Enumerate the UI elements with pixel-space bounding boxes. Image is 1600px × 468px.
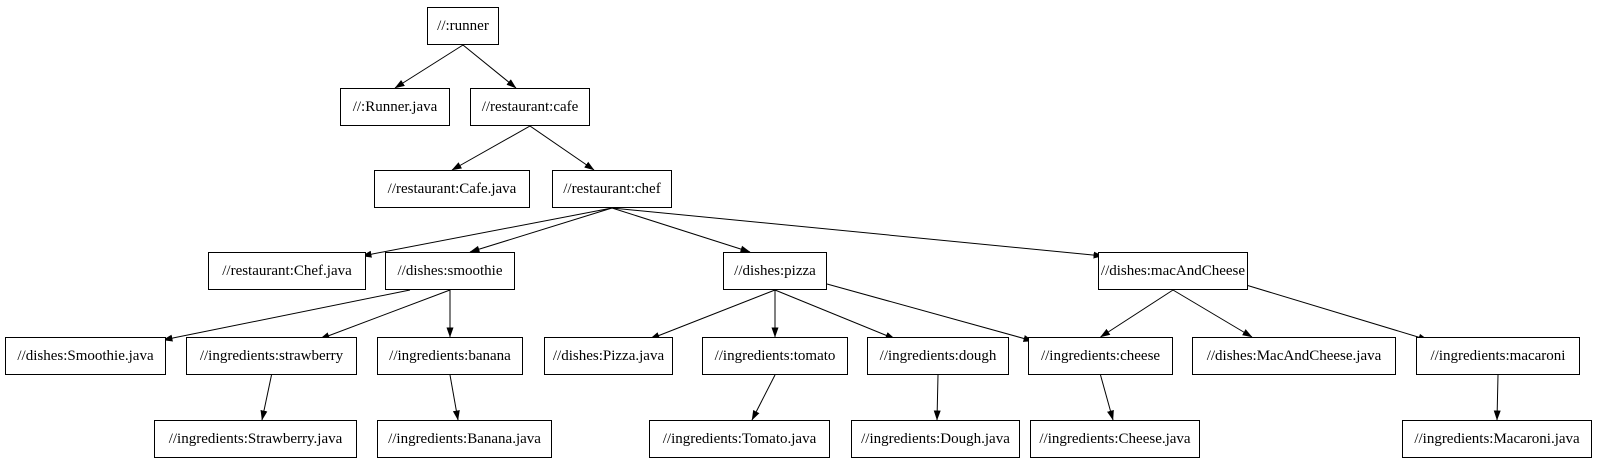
graph-node-label: //ingredients:Macaroni.java: [1414, 430, 1580, 447]
graph-node-label: //ingredients:Tomato.java: [662, 430, 817, 447]
graph-node-label: //ingredients:Dough.java: [861, 430, 1010, 447]
edge-smoothie-strawberry: [319, 289, 451, 340]
edge-mac_and_cheese-cheese: [1100, 289, 1174, 338]
graph-node-label: //restaurant:Cafe.java: [387, 180, 517, 197]
graph-node-label: //ingredients:strawberry: [199, 347, 344, 364]
edge-runner-runner_java: [394, 44, 464, 89]
edge-chef-mac_and_cheese: [611, 207, 1104, 259]
edge-mac_and_cheese-mac_and_cheese_java: [1172, 289, 1253, 338]
graph-node-label: //restaurant:Chef.java: [222, 262, 352, 279]
graph-node-cheese_java: //ingredients:Cheese.java: [1030, 420, 1200, 458]
graph-node-label: //ingredients:Cheese.java: [1039, 430, 1191, 447]
graph-node-mac_and_cheese: //dishes:macAndCheese: [1098, 252, 1248, 290]
graph-node-label: //restaurant:chef: [563, 180, 661, 197]
edge-chef-pizza: [611, 207, 751, 253]
graph-node-label: //dishes:pizza: [734, 262, 816, 279]
graph-node-label: //dishes:MacAndCheese.java: [1206, 347, 1382, 364]
graph-node-tomato_java: //ingredients:Tomato.java: [649, 420, 830, 458]
edge-mac_and_cheese-macaroni: [1245, 284, 1429, 341]
graph-node-runner: //:runner: [427, 7, 499, 45]
graph-node-pizza: //dishes:pizza: [723, 252, 827, 290]
edge-chef-chef_java: [361, 207, 613, 258]
graph-node-label: //ingredients:Strawberry.java: [168, 430, 343, 447]
edge-cafe-cafe_java: [451, 125, 531, 171]
edge-pizza-pizza_java: [649, 289, 776, 340]
graph-node-label: //dishes:Pizza.java: [552, 347, 665, 364]
edge-tomato-tomato_java: [751, 374, 776, 421]
graph-node-mac_and_cheese_java: //dishes:MacAndCheese.java: [1192, 337, 1396, 375]
graph-node-label: //ingredients:Banana.java: [388, 430, 541, 447]
graph-node-macaroni_java: //ingredients:Macaroni.java: [1402, 420, 1592, 458]
graph-node-cafe_java: //restaurant:Cafe.java: [374, 170, 530, 208]
graph-node-chef_java: //restaurant:Chef.java: [208, 252, 366, 290]
graph-node-tomato: //ingredients:tomato: [702, 337, 848, 375]
graph-node-dough: //ingredients:dough: [867, 337, 1009, 375]
graph-node-strawberry_java: //ingredients:Strawberry.java: [154, 420, 357, 458]
edge-pizza-cheese: [826, 283, 1034, 342]
edge-strawberry-strawberry_java: [260, 374, 272, 421]
graph-node-label: //dishes:macAndCheese: [1100, 262, 1246, 279]
graph-node-label: //ingredients:dough: [879, 347, 997, 364]
edge-banana-banana_java: [449, 374, 460, 421]
graph-node-cheese: //ingredients:cheese: [1028, 337, 1173, 375]
edge-macaroni-macaroni_java: [1493, 374, 1501, 421]
graph-node-label: //ingredients:tomato: [714, 347, 836, 364]
edge-runner-cafe: [462, 44, 517, 89]
graph-node-smoothie: //dishes:smoothie: [385, 252, 515, 290]
graph-node-pizza_java: //dishes:Pizza.java: [544, 337, 673, 375]
graph-node-label: //ingredients:cheese: [1040, 347, 1161, 364]
graph-node-label: //dishes:smoothie: [397, 262, 503, 279]
edge-smoothie-smoothie_java: [162, 289, 411, 342]
graph-node-label: //ingredients:macaroni: [1430, 347, 1566, 364]
graph-node-banana_java: //ingredients:Banana.java: [377, 420, 552, 458]
graph-node-label: //restaurant:cafe: [481, 98, 579, 115]
edge-pizza-dough: [774, 289, 896, 340]
edge-chef-smoothie: [469, 207, 613, 253]
graph-node-cafe: //restaurant:cafe: [470, 88, 590, 126]
graph-node-label: //dishes:Smoothie.java: [17, 347, 154, 364]
graph-node-strawberry: //ingredients:strawberry: [186, 337, 357, 375]
graph-node-banana: //ingredients:banana: [377, 337, 523, 375]
edge-dough-dough_java: [933, 374, 941, 421]
graph-node-label: //ingredients:banana: [389, 347, 511, 364]
graph-node-dough_java: //ingredients:Dough.java: [851, 420, 1020, 458]
graph-node-smoothie_java: //dishes:Smoothie.java: [5, 337, 166, 375]
graph-node-runner_java: //:Runner.java: [340, 88, 450, 126]
edge-cafe-chef: [529, 125, 595, 171]
graph-node-label: //:runner: [437, 17, 489, 34]
graph-node-chef: //restaurant:chef: [552, 170, 672, 208]
edge-cheese-cheese_java: [1100, 374, 1114, 421]
graph-node-label: //:Runner.java: [352, 98, 438, 115]
graph-node-macaroni: //ingredients:macaroni: [1416, 337, 1580, 375]
